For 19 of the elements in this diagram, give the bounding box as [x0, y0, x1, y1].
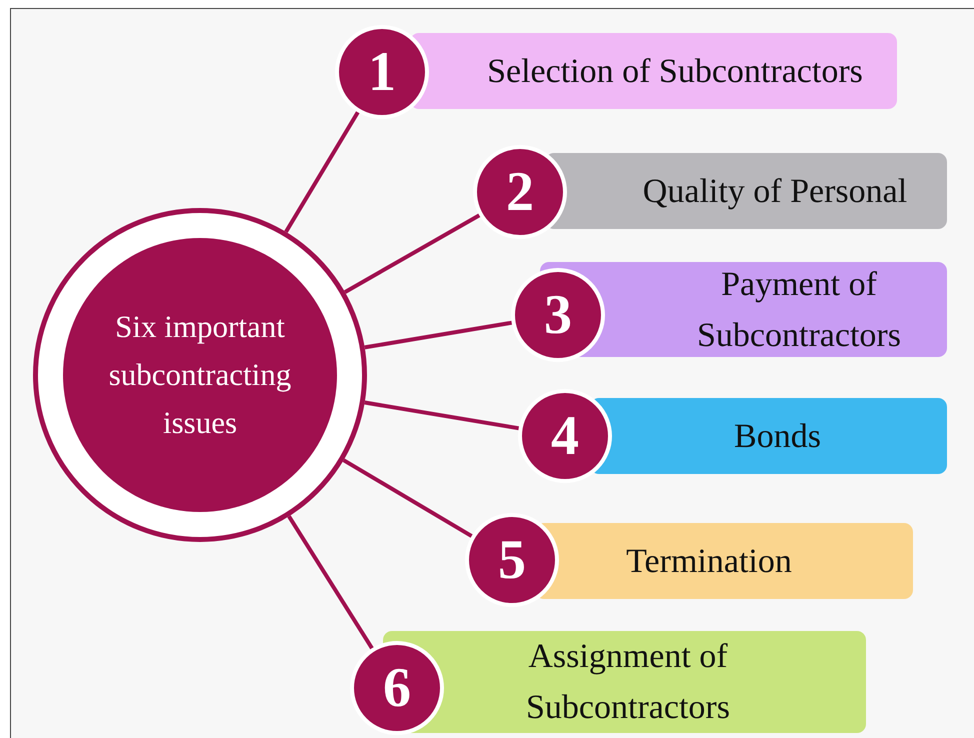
connector-line: [364, 400, 521, 431]
issue-label: Bonds: [734, 416, 821, 456]
issue-label: Selection of Subcontractors: [487, 52, 863, 92]
step-number: 6: [383, 656, 411, 720]
issue-label: Quality of Personal: [642, 172, 908, 212]
center-label: Six important subcontracting issues: [108, 308, 292, 442]
connector-line: [344, 212, 482, 294]
step-number: 2: [506, 160, 534, 224]
connector-line: [284, 110, 361, 233]
step-number: 1: [368, 40, 396, 104]
step-number: 5: [498, 528, 526, 592]
step-number: 4: [551, 404, 579, 468]
connector-line: [364, 320, 514, 350]
connector-line: [342, 458, 474, 539]
issue-label: Payment of Subcontractors: [696, 264, 902, 356]
connector-line: [287, 515, 375, 651]
issue-label: Termination: [626, 542, 792, 582]
issue-label: Assignment of Subcontractors: [525, 637, 731, 728]
step-number: 3: [544, 283, 572, 347]
